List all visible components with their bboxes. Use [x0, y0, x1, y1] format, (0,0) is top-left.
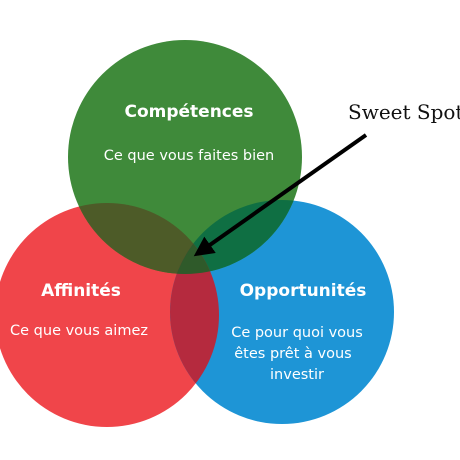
competences-title: Compétences — [124, 102, 253, 122]
opportunites-description-line-3: investir — [270, 367, 324, 383]
sweet-spot-arrow — [193, 133, 368, 257]
opportunites-description-line-1: Ce pour quoi vous — [231, 325, 363, 341]
affinites-title: Affinités — [41, 281, 121, 301]
overlap-competences-opportunites — [170, 200, 302, 274]
opportunites-description-line-2: êtes prêt à vous — [234, 346, 351, 362]
affinites-description: Ce que vous aimez — [10, 323, 148, 339]
overlap-competences-affinites — [68, 203, 219, 274]
opportunites-title: Opportunités — [240, 281, 367, 301]
sweet-spot-label: Sweet Spot — [348, 100, 460, 124]
competences-description: Ce que vous faites bien — [104, 148, 275, 164]
